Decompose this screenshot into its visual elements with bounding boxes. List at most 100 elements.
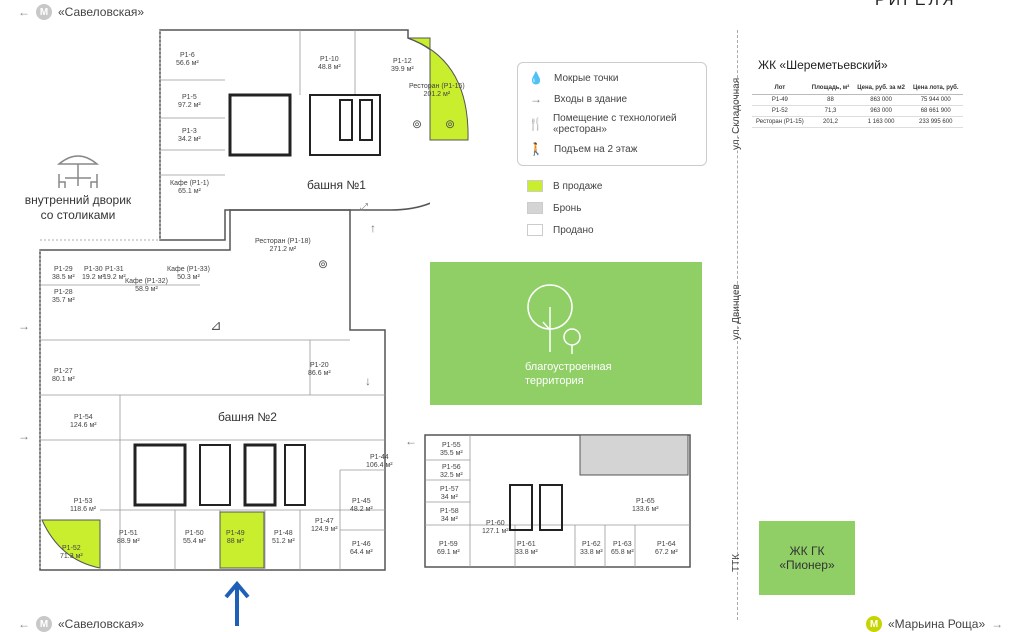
unit-area: 19.2 м² (82, 274, 105, 281)
legend-item: 💧Мокрые точки (528, 71, 696, 85)
legend-item-label: Входы в здание (554, 93, 628, 105)
unit-id: Р1-3 (181, 128, 197, 135)
unit-id: Р1-30 (84, 266, 103, 273)
unit-area: 51.2 м² (272, 538, 295, 545)
unit-id: Ресторан (Р1-18) (255, 238, 311, 245)
unit-area: 33.8 м² (580, 549, 603, 556)
price-col-header: Цена лота, руб. (908, 82, 963, 95)
unit-area: 35.7 м² (52, 297, 75, 304)
status-swatch (527, 180, 543, 192)
metro-top-left: ← М «Савеловская» (18, 4, 144, 20)
green-area: благоустроенная территория (430, 262, 702, 405)
svg-text:←: ← (405, 434, 417, 448)
unit-area: 55.4 м² (183, 538, 206, 545)
unit-area: 50.3 м² (177, 274, 200, 281)
svg-text:⊚: ⊚ (412, 117, 422, 131)
unit-id: Р1-59 (439, 541, 458, 548)
metro-station-label: «Марьина Роща» (888, 617, 986, 631)
unit-area: 133.6 м² (632, 506, 659, 513)
price-cell: 68 661 900 (908, 105, 963, 117)
unit-id: Р1-28 (54, 289, 73, 296)
unit-area: 32.5 м² (440, 472, 463, 479)
metro-bottom-left: ← М «Савеловская» (18, 616, 144, 632)
unit-area: 38.5 м² (52, 274, 75, 281)
unit-id: Кафе (Р1-33) (167, 266, 210, 273)
unit-label[interactable]: Кафе (Р1-1)65.1 м² (170, 180, 209, 196)
unit-p1-15-shape[interactable] (407, 37, 469, 141)
legend: 💧Мокрые точки→Входы в здание🍴Помещение с… (517, 62, 707, 166)
gk-pioner-line: «Пионер» (779, 558, 835, 572)
unit-id: Р1-61 (517, 541, 536, 548)
unit-area: 65.1 м² (178, 188, 201, 195)
price-cell: 201,2 (807, 116, 854, 128)
unit-p1-49-shape[interactable] (219, 511, 265, 569)
price-cell: Р1-52 (752, 105, 808, 117)
unit-id: Р1-27 (54, 368, 73, 375)
unit-area: 58.9 м² (135, 286, 158, 293)
price-col-header: Площадь, м² (807, 82, 854, 95)
unit-area: 56.6 м² (176, 60, 199, 67)
unit-area: 86.6 м² (308, 370, 331, 377)
unit-id: Кафе (Р1-1) (170, 180, 210, 187)
courtyard-label-line: со столиками (40, 208, 116, 222)
price-cell: 963 000 (853, 105, 909, 117)
unit-label[interactable]: Ресторан (Р1-18)271.2 м² (255, 238, 311, 254)
unit-label[interactable]: Кафе (Р1-32)58.9 м² (125, 278, 168, 294)
metro-bottom-right: М «Марьина Роща» → (866, 616, 1003, 632)
arrow-icon: → (530, 92, 542, 106)
price-cell: 71,3 (807, 105, 854, 117)
svg-text:→: → (18, 319, 30, 333)
drop-icon: 💧 (528, 71, 544, 85)
unit-p1-52-shape[interactable] (41, 519, 101, 569)
price-table-title: ЖК «Шереметьевский» (758, 58, 888, 72)
unit-label[interactable]: Кафе (Р1-33)50.3 м² (167, 266, 210, 282)
unit-area: 69.1 м² (437, 549, 460, 556)
unit-label[interactable]: Ресторан (Р1-15)201.2 м² (409, 83, 465, 99)
metro-station-label: «Савеловская» (58, 5, 145, 19)
building-outline-east (424, 434, 691, 568)
status-item: В продаже (527, 180, 602, 192)
unit-id: Р1-58 (440, 508, 459, 515)
unit-id: Р1-31 (105, 266, 124, 273)
floor-plan: ⊚ ⊚ ⊚ ⊿ ⤢ ↑ ↓ → → ← (0, 0, 469, 631)
unit-id: Р1-6 (179, 52, 195, 59)
unit-area: 65.8 м² (611, 549, 634, 556)
unit-id: Р1-5 (181, 94, 197, 101)
status-swatch (527, 202, 543, 214)
unit-id: Р1-62 (582, 541, 601, 548)
